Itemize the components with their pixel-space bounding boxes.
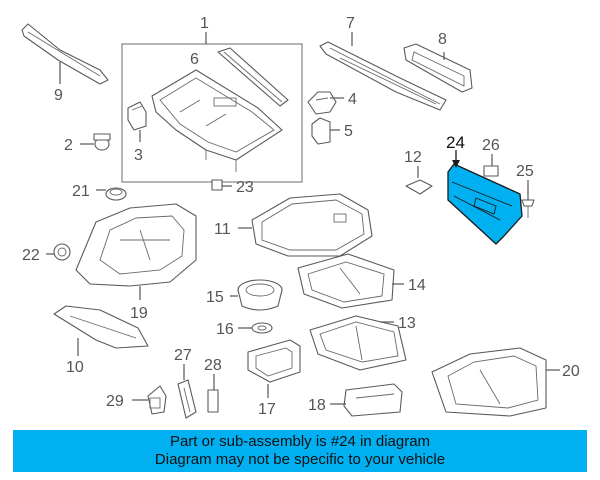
part-29-handle[interactable]	[147, 385, 167, 415]
part-26-clip[interactable]	[483, 165, 499, 177]
part-9-strip[interactable]	[21, 23, 109, 85]
callout-1: 1	[200, 15, 209, 32]
part-28-plug[interactable]	[207, 389, 219, 413]
part-25-screw[interactable]	[521, 199, 535, 218]
callout-10: 10	[66, 359, 84, 376]
part-21-nut[interactable]	[105, 187, 127, 201]
callout-20: 20	[562, 363, 580, 380]
callout-6: 6	[190, 51, 199, 68]
callout-3: 3	[134, 147, 143, 164]
callout-18: 18	[308, 397, 326, 414]
part-27-strap[interactable]	[177, 379, 197, 419]
part-10-panel[interactable]	[53, 305, 149, 349]
part-4-bracket[interactable]	[307, 91, 337, 115]
part-16-washer[interactable]	[251, 322, 273, 334]
part-11-floor-mat[interactable]	[251, 193, 373, 257]
callout-27: 27	[174, 347, 192, 364]
part-8-trim[interactable]	[403, 43, 473, 93]
part-24-cover-highlighted[interactable]	[447, 163, 523, 245]
part-5-bracket[interactable]	[311, 117, 331, 145]
part-19-left-side-trim[interactable]	[75, 203, 197, 287]
callout-29: 29	[106, 393, 124, 410]
banner-line-1: Part or sub-assembly is #24 in diagram	[169, 433, 431, 450]
callout-11: 11	[214, 221, 231, 238]
callout-9: 9	[54, 87, 63, 104]
part-18-bracket[interactable]	[343, 383, 403, 417]
part-17-holder[interactable]	[247, 339, 301, 383]
callout-14: 14	[408, 277, 426, 294]
part-13-box[interactable]	[309, 315, 407, 371]
callout-13: 13	[398, 315, 416, 332]
callout-17: 17	[258, 401, 276, 418]
callout-26: 26	[482, 137, 500, 154]
callout-5: 5	[344, 123, 353, 140]
part-2-bolt[interactable]	[93, 133, 111, 151]
part-12-clip[interactable]	[405, 179, 433, 195]
part-14-tray[interactable]	[297, 253, 395, 309]
part-23-clip[interactable]	[211, 179, 223, 191]
part-22-clip[interactable]	[53, 243, 71, 261]
part-3-clip[interactable]	[127, 101, 147, 131]
callout-22: 22	[22, 247, 40, 264]
callout-2: 2	[64, 137, 73, 154]
callout-12: 12	[404, 149, 422, 166]
callout-21: 21	[72, 183, 90, 200]
callout-23: 23	[236, 179, 254, 196]
callout-24: 24	[446, 133, 465, 152]
callout-7: 7	[346, 15, 355, 32]
callout-28: 28	[204, 357, 222, 374]
callout-19: 19	[130, 305, 148, 322]
info-banner: Part or sub-assembly is #24 in diagram D…	[13, 430, 587, 472]
part-20-right-side-trim[interactable]	[431, 347, 547, 417]
callout-8: 8	[438, 31, 447, 48]
parts-diagram: 1 2 3 4 5 6 7 8 9 10 11 12 13 14 15 16 1…	[21, 15, 580, 419]
part-1-parcel-shelf[interactable]	[151, 69, 283, 172]
part-15-cup[interactable]	[237, 279, 283, 311]
banner-line-2: Diagram may not be specific to your vehi…	[154, 451, 446, 468]
callout-4: 4	[348, 91, 357, 108]
callout-15: 15	[206, 289, 224, 306]
callout-16: 16	[216, 321, 234, 338]
part-7-roller-blind[interactable]	[319, 41, 447, 111]
callout-25: 25	[516, 163, 534, 180]
